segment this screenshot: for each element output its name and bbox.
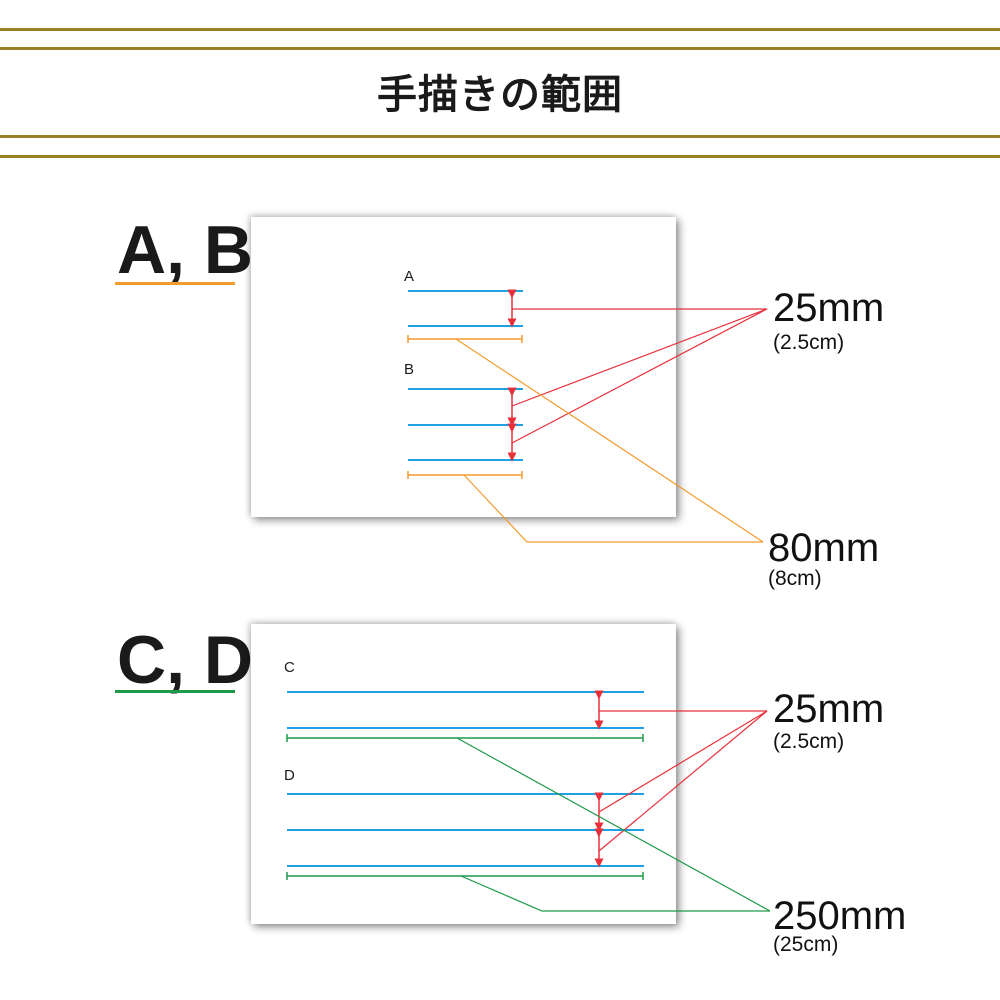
example-label-a: A — [404, 268, 415, 285]
spacing-sub-cd: (2.5cm) — [773, 730, 845, 753]
guide-lines-a — [408, 290, 523, 327]
width-bar-d — [286, 872, 644, 880]
header-rule-top-2 — [0, 47, 1000, 50]
header-rule-top-1 — [0, 28, 1000, 31]
spacing-leaders-ab — [511, 308, 768, 444]
example-label-d: D — [284, 767, 295, 784]
section-underline-ab — [115, 282, 235, 285]
section-label-ab: A, B — [117, 212, 253, 288]
guide-lines-b — [408, 388, 523, 461]
section-label-cd: C, D — [117, 622, 253, 698]
example-label-b: B — [404, 361, 415, 378]
paper-sheet-cd — [251, 624, 676, 924]
width-leaders-cd — [456, 737, 771, 912]
example-label-c: C — [284, 659, 295, 676]
width-sub-ab: (8cm) — [768, 567, 822, 590]
guide-lines-c — [287, 691, 644, 729]
width-bar-c — [286, 734, 644, 742]
width-bar-b — [407, 471, 523, 479]
width-bar-a — [407, 335, 523, 343]
width-leaders-ab — [455, 338, 764, 543]
paper-sheet-ab — [251, 217, 676, 517]
spacing-value-cd: 25mm — [773, 687, 885, 731]
spacing-leaders-cd — [598, 710, 768, 852]
spacing-sub-ab: (2.5cm) — [773, 331, 845, 354]
width-value-cd: 250mm — [773, 894, 907, 938]
section-underline-cd — [115, 690, 235, 693]
header-rule-bottom-2 — [0, 155, 1000, 158]
guide-lines-d — [287, 793, 644, 867]
spacing-value-ab: 25mm — [773, 286, 885, 330]
header-rule-bottom-1 — [0, 135, 1000, 138]
page-title: 手描きの範囲 — [377, 72, 623, 118]
width-value-ab: 80mm — [768, 526, 880, 570]
width-sub-cd: (25cm) — [773, 933, 839, 956]
